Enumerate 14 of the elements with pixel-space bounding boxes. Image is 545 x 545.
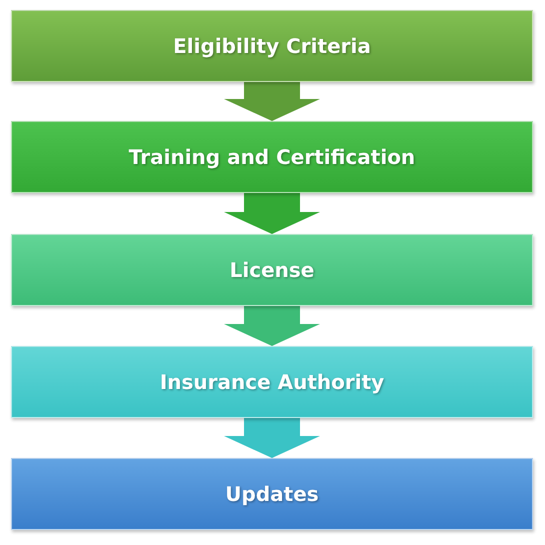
block-arrow [224,306,320,346]
process-box [11,346,533,418]
step-label: License [230,258,314,282]
process-box [11,458,533,530]
process-box [11,121,533,193]
step-label: Updates [225,482,319,506]
process-box [11,10,533,82]
block-arrow [224,418,320,458]
block-arrow [224,82,320,121]
process-box [11,234,533,306]
step-label: Eligibility Criteria [173,34,371,58]
step-label: Training and Certification [128,145,416,169]
step-label: Insurance Authority [160,370,384,394]
block-arrow [224,193,320,234]
